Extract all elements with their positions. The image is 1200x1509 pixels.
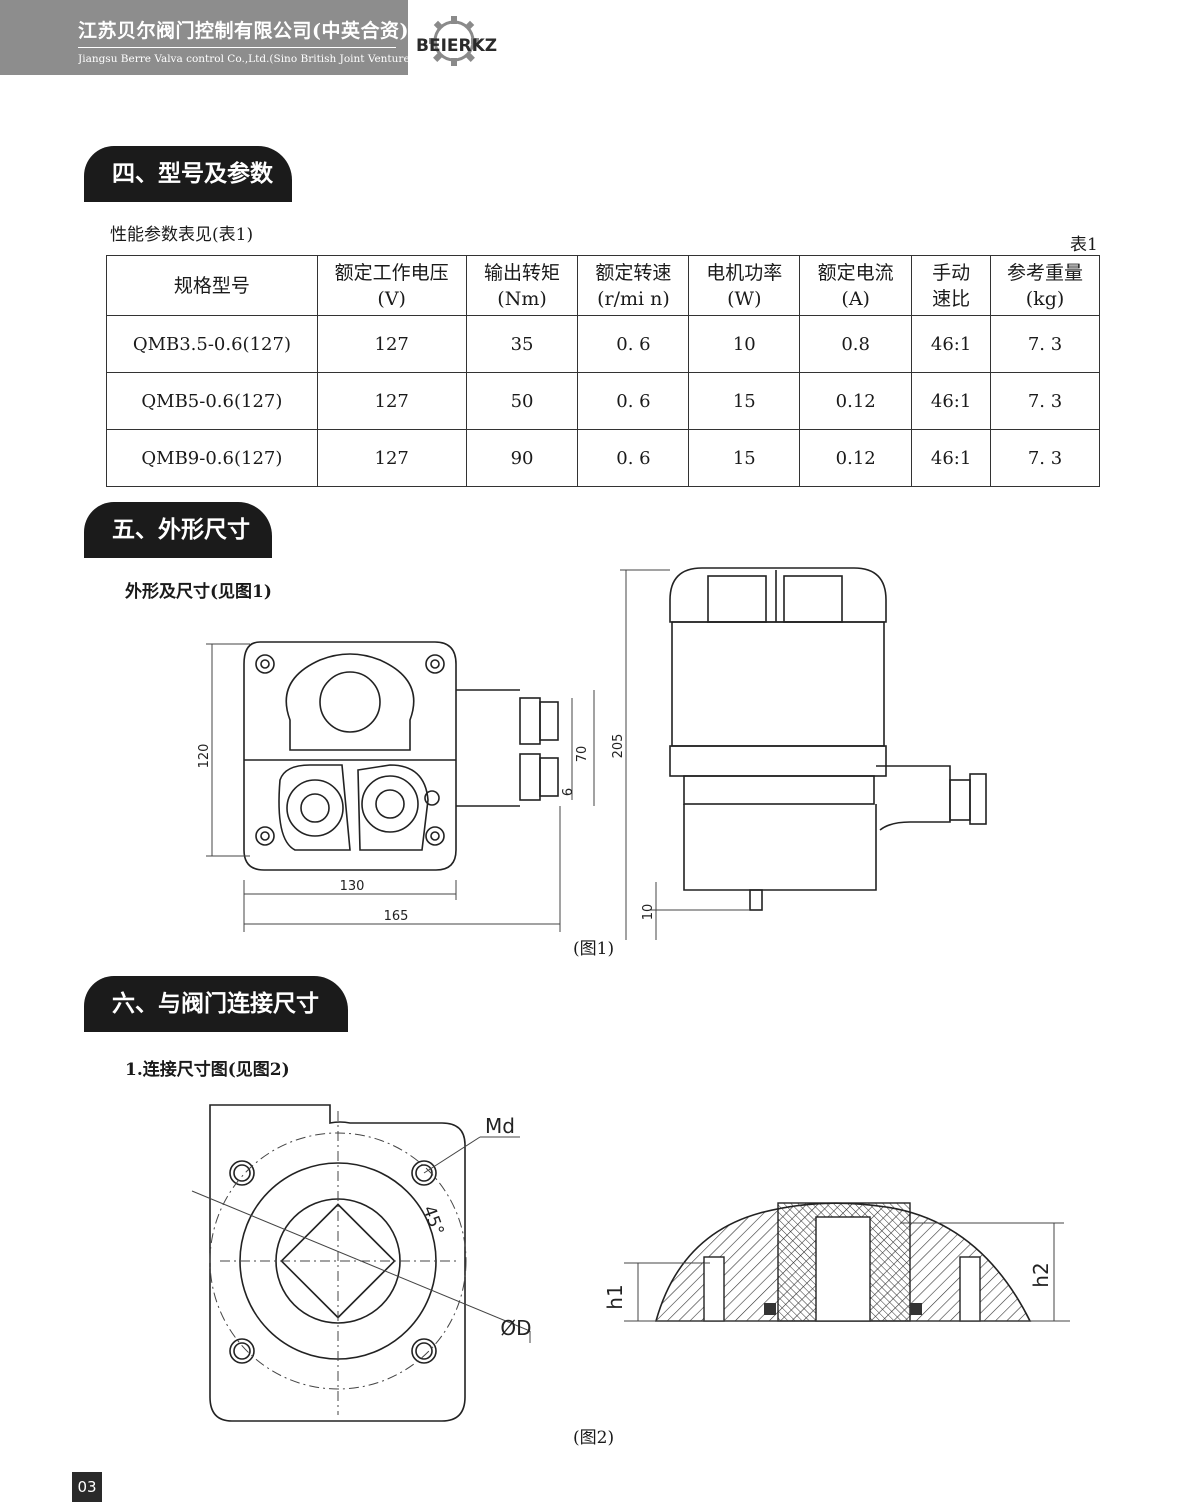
dim-6: 6 — [561, 788, 576, 796]
table-header-row: 规格型号 额定工作电压(V) 输出转矩(Nm) 额定转速(r/mi n) 电机功… — [106, 255, 1100, 316]
dim-205: 205 — [611, 734, 626, 759]
table-cell: 46:1 — [911, 372, 992, 430]
label-h2: h2 — [1029, 1262, 1053, 1287]
spec-table: 规格型号 额定工作电压(V) 输出转矩(Nm) 额定转速(r/mi n) 电机功… — [106, 255, 1100, 487]
table-cell: QMB9-0.6(127) — [106, 429, 318, 487]
col-header-speed: 额定转速(r/mi n) — [577, 255, 690, 316]
section-5-title: 五、外形尺寸 — [84, 502, 272, 558]
label-h1: h1 — [603, 1284, 627, 1309]
table-row: QMB3.5-0.6(127) 127 35 0. 6 10 0.8 46:1 … — [106, 315, 1100, 373]
company-name-cn: 江苏贝尔阀门控制有限公司(中英合资) — [78, 20, 409, 42]
table-cell: QMB3.5-0.6(127) — [106, 315, 318, 373]
company-name-en: Jiangsu Berre Valva control Co.,Ltd.(Sin… — [78, 53, 410, 65]
figure-1-outline-drawing: 120 70 6 130 165 205 10 — [197, 567, 987, 940]
table-cell: 127 — [316, 429, 467, 487]
table-cell: 46:1 — [911, 315, 992, 373]
table-row: QMB9-0.6(127) 127 90 0. 6 15 0.12 46:1 7… — [106, 429, 1100, 487]
col-header-ratio: 手动速比 — [911, 255, 992, 316]
gear-logo-icon: BEIERKZ — [416, 16, 497, 66]
table-cell: 0. 6 — [577, 429, 690, 487]
col-header-power: 电机功率(W) — [688, 255, 801, 316]
section-6-title: 六、与阀门连接尺寸 — [84, 976, 348, 1032]
performance-table-intro: 性能参数表见(表1) — [110, 225, 254, 245]
col-header-current: 额定电流(A) — [799, 255, 913, 316]
table-cell: 15 — [688, 429, 801, 487]
table-cell: 90 — [465, 429, 579, 487]
table-cell: 7. 3 — [990, 315, 1100, 373]
figure-2-connection-drawing: Md 45° ØD h1 h2 — [191, 1104, 1070, 1422]
table-cell: 10 — [688, 315, 801, 373]
dim-120: 120 — [197, 744, 212, 769]
figure-1-caption: (图1) — [573, 939, 615, 959]
page-number: 03 — [72, 1472, 102, 1502]
logo-text: BEIERKZ — [416, 36, 497, 56]
label-md: Md — [485, 1114, 515, 1138]
table-cell: 0.8 — [799, 315, 913, 373]
table-cell: 127 — [316, 315, 467, 373]
table-cell: 0.12 — [799, 429, 913, 487]
col-header-weight: 参考重量(kg) — [990, 255, 1100, 316]
table-label: 表1 — [1070, 235, 1098, 255]
figure-2-caption: (图2) — [573, 1428, 615, 1448]
table-cell: 0.12 — [799, 372, 913, 430]
outline-subtitle: 外形及尺寸(见图1) — [125, 582, 272, 602]
col-header-model: 规格型号 — [106, 255, 318, 316]
table-cell: 127 — [316, 372, 467, 430]
dim-10: 10 — [641, 904, 656, 921]
header-band — [0, 0, 408, 75]
section-4-title: 四、型号及参数 — [84, 146, 292, 202]
dim-130: 130 — [340, 879, 365, 894]
dim-70: 70 — [575, 746, 590, 763]
label-phi-d: ØD — [500, 1316, 531, 1340]
dim-165: 165 — [384, 909, 409, 924]
col-header-voltage: 额定工作电压(V) — [316, 255, 467, 316]
connection-subtitle: 1.连接尺寸图(见图2) — [125, 1060, 290, 1080]
table-row: QMB5-0.6(127) 127 50 0. 6 15 0.12 46:1 7… — [106, 372, 1100, 430]
table-cell: 7. 3 — [990, 429, 1100, 487]
col-header-torque: 输出转矩(Nm) — [465, 255, 579, 316]
table-cell: 0. 6 — [577, 315, 690, 373]
table-cell: 15 — [688, 372, 801, 430]
table-cell: 7. 3 — [990, 372, 1100, 430]
header-rule — [78, 47, 396, 48]
company-logo: BEIERKZ — [414, 14, 498, 74]
table-cell: 50 — [465, 372, 579, 430]
label-45-degrees: 45° — [418, 1203, 447, 1238]
table-cell: QMB5-0.6(127) — [106, 372, 318, 430]
table-cell: 35 — [465, 315, 579, 373]
table-cell: 0. 6 — [577, 372, 690, 430]
table-cell: 46:1 — [911, 429, 992, 487]
